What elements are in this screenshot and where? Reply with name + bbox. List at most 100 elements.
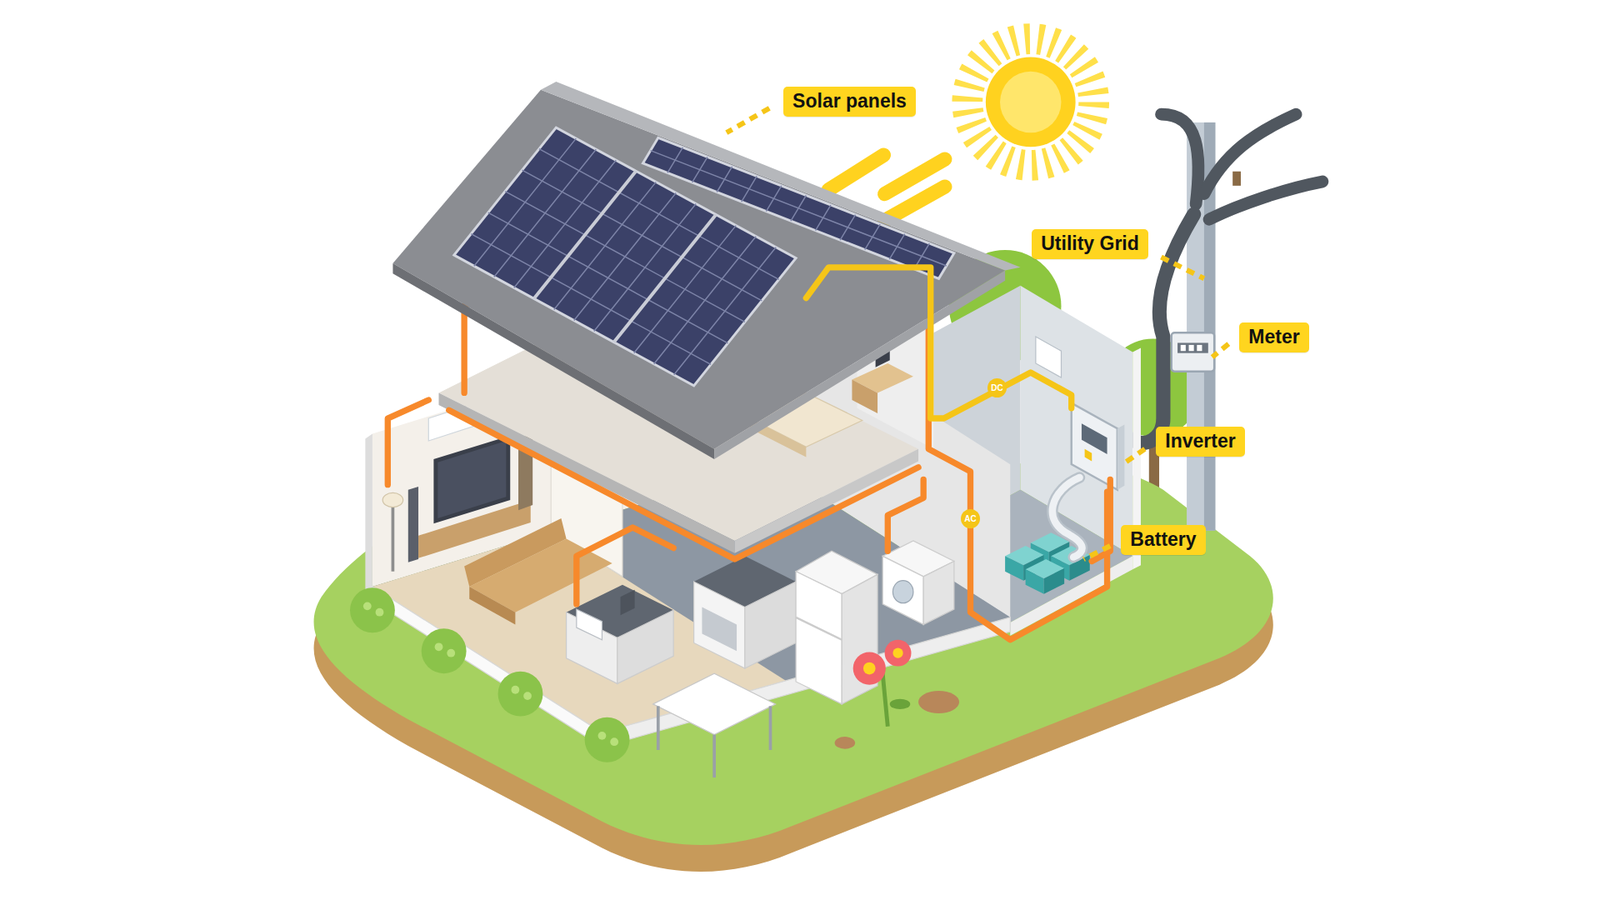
kitchen-part [617, 610, 674, 684]
wire-tag: DC [987, 378, 1007, 398]
label-text: AC [964, 514, 976, 524]
wire-tag: AC [960, 509, 980, 529]
bushes-part [350, 587, 395, 633]
solar-panel-array-part-part [642, 137, 954, 279]
inverter-part [1085, 449, 1093, 462]
label-text: Battery [1130, 529, 1196, 550]
solar-panel-array-part-part [454, 127, 796, 386]
bushes-part [510, 685, 520, 695]
living-room-furniture-part [391, 501, 395, 571]
meter-box-part [1196, 345, 1202, 351]
sunbeams-part [885, 186, 945, 220]
battery-pack-part [1005, 555, 1024, 580]
kitchen-part [694, 581, 745, 669]
leader-lines-part [726, 108, 770, 133]
kitchen-part [712, 735, 716, 778]
sun-part [967, 39, 1095, 166]
kitchen-part [892, 580, 913, 604]
callout-label: Inverter [1155, 426, 1245, 457]
kitchen-part [841, 574, 878, 705]
living-room-furniture-part [437, 440, 506, 519]
label-text: Inverter [1165, 430, 1235, 452]
ac-wiring-part [387, 400, 429, 485]
meter-box-part [1171, 332, 1215, 372]
flower-part [863, 662, 876, 675]
bushes-part [446, 649, 455, 658]
bushes-part [523, 691, 532, 700]
label-text: Meter [1248, 326, 1300, 348]
callout-label: Battery [1120, 525, 1206, 555]
sun-part [985, 57, 1076, 148]
rocks [835, 690, 960, 750]
utility-pole-part [1232, 171, 1241, 186]
leader-lines-part [1212, 344, 1230, 358]
utility-pole [1130, 114, 1323, 531]
meter-box-part [1189, 345, 1195, 351]
callout-label: Solar panels [783, 86, 916, 117]
flower-part [853, 651, 886, 685]
rocks-part [835, 736, 855, 750]
meter-box [1171, 332, 1215, 372]
kitchen-part [656, 705, 660, 750]
living-room-furniture-part [469, 586, 515, 625]
kitchen-part [620, 590, 635, 616]
bushes-part [363, 601, 372, 610]
bushes-part [375, 608, 385, 617]
kitchen-part [769, 705, 773, 750]
bushes-part [435, 642, 444, 651]
solar-panel-array-part-part [642, 137, 954, 279]
kitchen-part [745, 581, 796, 669]
dc-wiring-part [805, 267, 1071, 419]
kitchen-part [576, 609, 603, 640]
kitchen-part [795, 617, 842, 640]
meter-box-part [1180, 345, 1186, 351]
label-text: Utility Grid [1040, 233, 1140, 255]
kitchen-part [653, 673, 776, 735]
flower-part [892, 648, 903, 659]
flower [853, 640, 912, 727]
bushes-part [598, 731, 607, 740]
label-text: DC [990, 383, 1003, 393]
upper-floor-part [851, 380, 878, 414]
utility-pole-part [1204, 114, 1296, 195]
house-ground-floor-part [372, 586, 603, 747]
bushes-part [498, 671, 544, 717]
battery-pack-part [1025, 569, 1045, 594]
solar-panel-array-part [642, 137, 954, 279]
inverter-part [1117, 424, 1125, 490]
bushes-part [610, 737, 619, 746]
leader-lines-part [1160, 257, 1204, 280]
battery-cable-part [1052, 477, 1083, 558]
living-room-furniture-part [408, 486, 419, 563]
callout-label: Meter [1239, 322, 1310, 353]
utility-room-part [1035, 336, 1062, 378]
battery-cable-part [1052, 477, 1083, 558]
flower-part [882, 673, 888, 727]
label-text: Solar panels [792, 90, 907, 112]
kitchen-part [882, 555, 924, 625]
solar-panel-array [454, 127, 955, 386]
solar-panel-array-part-part [534, 170, 716, 342]
rocks-part [918, 690, 960, 714]
kitchen-part [701, 607, 737, 652]
kitchen [566, 540, 955, 778]
battery-cable [1052, 477, 1083, 558]
ac-wiring-part [887, 480, 924, 552]
flower-part [885, 640, 912, 667]
leader-lines-part [1122, 449, 1145, 465]
leader-lines [726, 108, 1229, 560]
sun-part [1000, 71, 1061, 133]
sun [967, 39, 1095, 166]
sunbeams-part [828, 155, 884, 190]
kitchen-part [795, 571, 842, 705]
utility-pole-part [1160, 114, 1199, 205]
battery-pack-part [1044, 568, 1065, 595]
ac-wiring-part [576, 527, 674, 605]
utility-pole-part [1209, 181, 1323, 220]
solar-panel-array-part [454, 127, 796, 386]
bushes-part [585, 717, 630, 763]
meter-box-part [1177, 342, 1209, 353]
